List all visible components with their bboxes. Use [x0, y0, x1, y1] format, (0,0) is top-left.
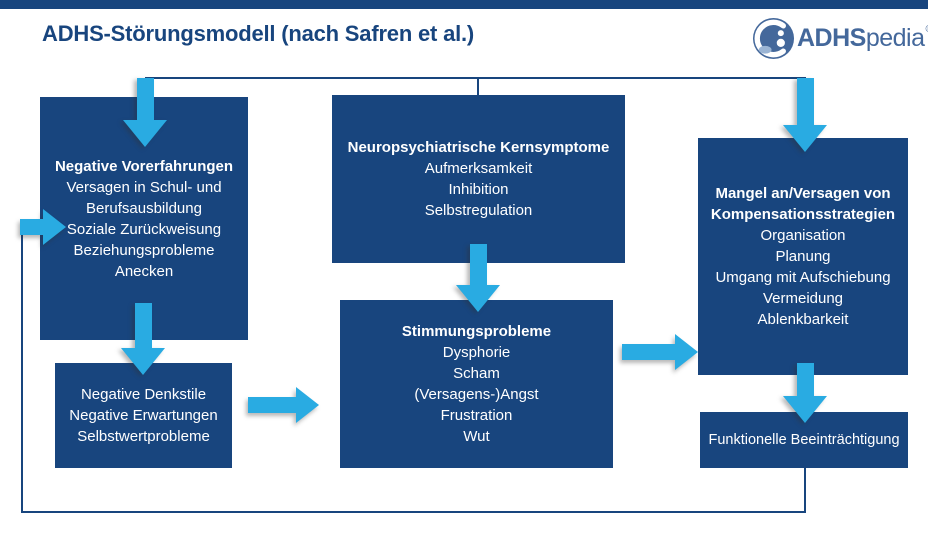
box-item: Selbstregulation — [424, 202, 533, 219]
brand-text: ADHSpedia® — [797, 24, 928, 53]
box-negative-denkstile: Negative Denkstile Negative Erwartungen … — [55, 363, 232, 468]
box-item: Funktionelle Beeinträchtigung — [708, 431, 900, 448]
connector-top-horizontal — [145, 77, 806, 79]
arrow-denkstile-to-stimmungsprobleme — [248, 387, 319, 423]
arrow-down-into-vorerfahrungen — [123, 78, 167, 147]
arrow-kernsymptome-to-stimmungsprobleme — [456, 244, 500, 312]
brand-text-light: pedia — [865, 24, 925, 52]
box-item: Aufmerksamkeit — [424, 160, 533, 177]
arrow-kompensationsstrategien-to-funktionelle — [783, 363, 827, 423]
connector-top-center-stub — [477, 77, 479, 97]
arrow-vorerfahrungen-to-denkstile — [121, 303, 165, 375]
feedback-line-right-vertical — [804, 468, 806, 513]
box-item: Organisation — [760, 227, 846, 244]
box-item: Dysphorie — [442, 344, 511, 361]
box-heading: Negative Vorerfahrungen — [54, 157, 234, 175]
arrow-feedback-into-vorerfahrungen — [20, 209, 66, 245]
box-item: (Versagens-)Angst — [414, 386, 539, 403]
arrow-down-into-kompensationsstrategien — [783, 78, 827, 152]
adhspedia-logo: ADHSpedia® — [752, 17, 928, 60]
box-item: Anecken — [114, 262, 174, 280]
box-item: Vermeidung — [762, 290, 844, 307]
box-item: Versagen in Schul- und Berufsausbildung — [66, 178, 222, 217]
registered-mark: ® — [926, 24, 928, 35]
box-item: Planung — [775, 248, 831, 265]
box-item: Scham — [453, 365, 500, 382]
box-heading: Mangel an/Versagen von Kompensationsstra… — [710, 185, 896, 223]
box-item: Negative Denkstile — [80, 386, 207, 403]
box-item: Selbstwertprobleme — [77, 428, 210, 445]
box-item: Umgang mit Aufschiebung — [715, 269, 891, 286]
box-heading: Neuropsychiatrische Kernsymptome — [347, 139, 610, 156]
adhspedia-globe-icon — [752, 17, 795, 60]
box-item: Frustration — [440, 407, 513, 424]
box-item: Ablenkbarkeit — [757, 311, 849, 328]
feedback-line-left-vertical — [21, 227, 23, 513]
box-item: Negative Erwartungen — [69, 407, 218, 424]
feedback-line-bottom-horizontal — [21, 511, 806, 513]
top-accent-bar — [0, 0, 928, 9]
brand-text-bold: ADHS — [797, 24, 866, 52]
box-kompensationsstrategien: Mangel an/Versagen von Kompensationsstra… — [698, 138, 908, 375]
box-stimmungsprobleme: Stimmungsprobleme Dysphorie Scham (Versa… — [340, 300, 613, 468]
arrow-stimmungsprobleme-to-kompensationsstrategien — [622, 334, 698, 370]
box-item: Beziehungsprobleme — [73, 241, 215, 259]
box-item: Soziale Zurückweisung — [66, 220, 222, 238]
box-heading: Stimmungsprobleme — [401, 323, 552, 340]
page-title: ADHS-Störungsmodell (nach Safren et al.) — [42, 21, 475, 46]
box-item: Inhibition — [448, 181, 509, 198]
box-item: Wut — [463, 428, 490, 445]
box-neuropsychiatrische-kernsymptome: Neuropsychiatrische Kernsymptome Aufmerk… — [332, 95, 625, 263]
